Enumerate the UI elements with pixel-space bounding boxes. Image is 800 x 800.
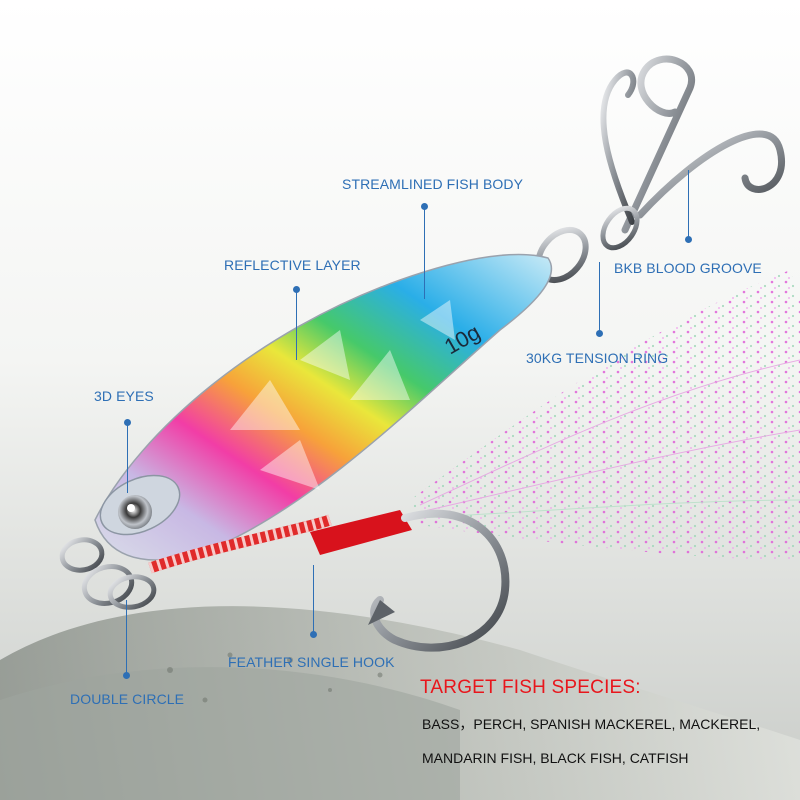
callout-dot-groove (685, 236, 692, 243)
species-title: TARGET FISH SPECIES: (420, 677, 641, 698)
label-3d-eyes: 3D EYES (94, 388, 154, 404)
callout-dot-hook (310, 631, 317, 638)
double-circle-rings (59, 537, 157, 610)
treble-hook (600, 55, 785, 234)
callout-line-eyes (127, 423, 128, 493)
label-tension-ring: 30KG TENSION RING (526, 350, 669, 366)
callout-line-groove (688, 170, 689, 240)
label-bkb-blood-groove: BKB BLOOD GROOVE (614, 260, 762, 276)
label-reflective-layer: REFLECTIVE LAYER (224, 257, 361, 273)
species-line-2: MANDARIN FISH, BLACK FISH, CATFISH (422, 750, 689, 766)
label-double-circle: DOUBLE CIRCLE (70, 691, 185, 707)
callout-dot-ring (596, 330, 603, 337)
thread-wrap (310, 510, 412, 555)
label-streamlined-fish-body: STREAMLINED FISH BODY (342, 176, 524, 192)
callout-line-body (424, 207, 425, 299)
callout-line-reflective (296, 290, 297, 360)
species-line-1: BASS，PERCH, SPANISH MACKEREL, MACKEREL, (422, 716, 761, 732)
callout-dot-eyes (124, 419, 131, 426)
label-feather-single-hook: FEATHER SINGLE HOOK (228, 654, 395, 670)
callout-dot-circle (123, 672, 130, 679)
eye (118, 495, 152, 529)
callout-line-hook (313, 565, 314, 635)
callout-dot-reflective (293, 286, 300, 293)
callout-line-circle (126, 600, 127, 675)
tension-ring (600, 205, 640, 251)
callout-line-ring (599, 262, 600, 334)
callout-dot-body (421, 203, 428, 210)
reflective-facets (230, 300, 455, 490)
feather-tail (410, 270, 800, 560)
single-hook (370, 509, 510, 652)
